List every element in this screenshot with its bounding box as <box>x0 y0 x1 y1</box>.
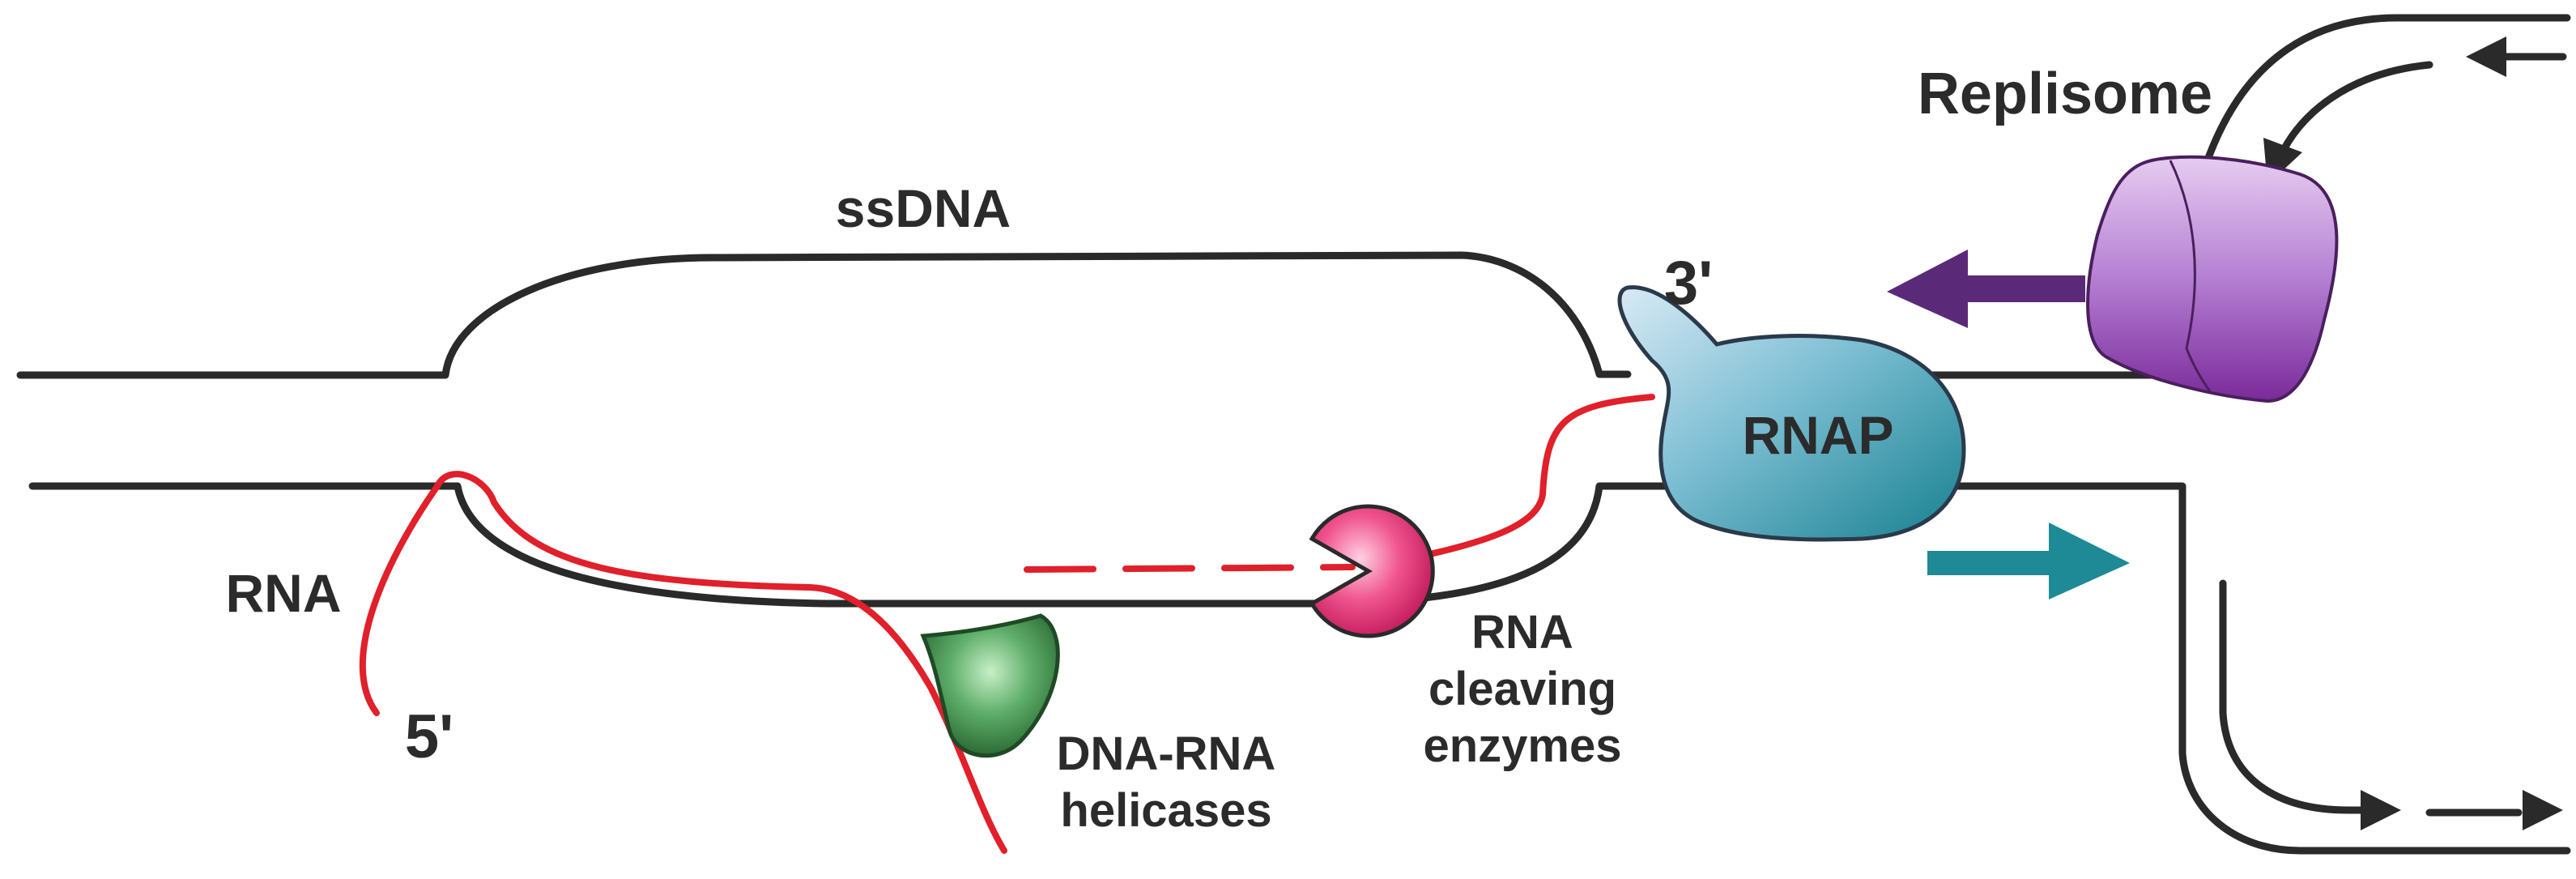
rna-strand <box>359 471 1007 854</box>
helicases-label-line2: helicases <box>1060 784 1271 837</box>
rnap-direction-arrow <box>1927 523 2130 600</box>
lower-fork-curved-arrowhead <box>2361 790 2401 830</box>
upper-fork-short-arrowhead <box>2466 36 2506 77</box>
rna-to-rnap <box>1406 394 1655 562</box>
replisome-shape <box>2086 155 2339 403</box>
lower-fork-short-arrowhead <box>2523 790 2563 830</box>
upper-fork-strand <box>2199 14 2571 178</box>
top-dna-strand <box>16 251 1632 379</box>
three-prime-label: 3' <box>1664 249 1713 318</box>
replisome-label: Replisome <box>1918 62 2212 126</box>
rna-label: RNA <box>226 563 342 623</box>
lower-fork-curved-arrow <box>2219 579 2369 814</box>
cleaving-enzyme-shape <box>1309 504 1435 638</box>
rna-dashed-segment <box>1024 564 1356 573</box>
helicases-label-line1: DNA-RNA <box>1057 728 1276 780</box>
upper-fork-curved-arrow <box>2276 61 2433 162</box>
rnap-shape <box>1617 285 1966 542</box>
cleaving-label-line1: RNA <box>1471 606 1573 659</box>
replisome-facet <box>2169 160 2212 394</box>
bottom-dna-strand <box>28 482 1688 608</box>
cleaving-label-line2: cleaving <box>1429 663 1616 715</box>
helicase-shape <box>920 613 1060 758</box>
cleaving-label-line3: enzymes <box>1423 719 1621 772</box>
ssdna-label: ssDNA <box>836 178 1011 238</box>
replisome-direction-arrow <box>1887 250 2085 328</box>
five-prime-label: 5' <box>405 702 453 771</box>
rnap-label: RNAP <box>1742 405 1893 465</box>
bottom-dna-strand-right <box>1931 482 2571 855</box>
